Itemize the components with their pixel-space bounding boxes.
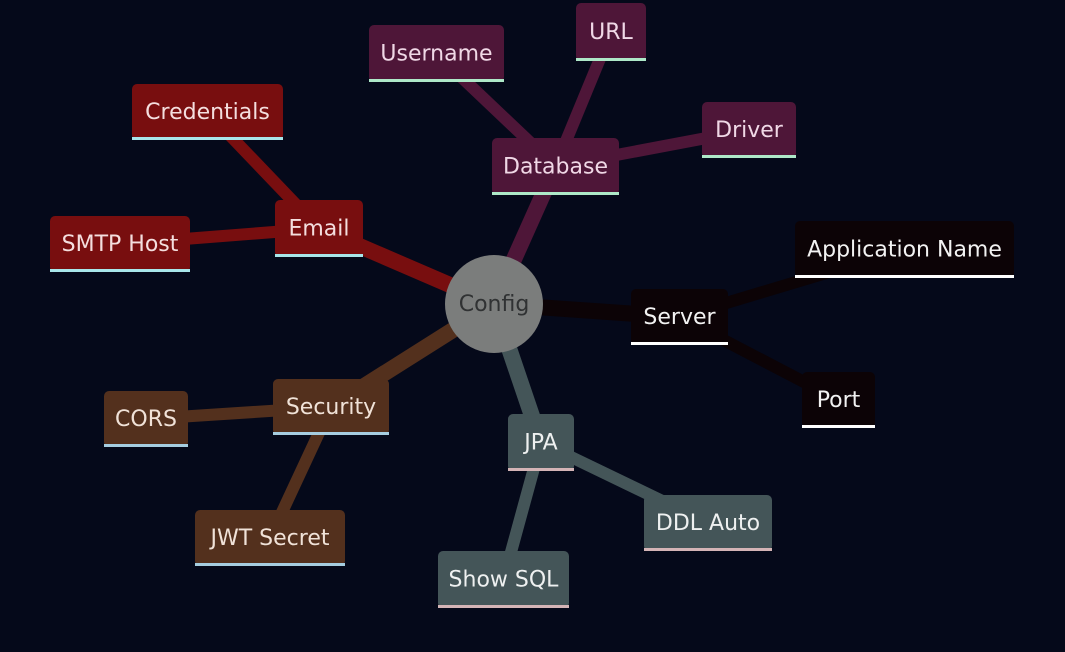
node-ddl-auto-label: DDL Auto (656, 511, 760, 536)
node-show-sql-underline (438, 605, 569, 608)
node-smtp-host[interactable]: SMTP Host (50, 216, 190, 272)
node-ddl-auto-underline (644, 548, 772, 551)
node-config-circle (445, 255, 543, 353)
node-credentials-box (132, 84, 283, 140)
node-url[interactable]: URL (576, 3, 646, 61)
node-port[interactable]: Port (802, 372, 875, 428)
node-ddl-auto[interactable]: DDL Auto (644, 495, 772, 551)
node-cors-underline (104, 444, 188, 447)
node-credentials-label: Credentials (145, 100, 270, 125)
node-application-name[interactable]: Application Name (795, 221, 1014, 278)
node-driver-underline (702, 155, 796, 158)
node-cors[interactable]: CORS (104, 391, 188, 447)
node-server-box (631, 289, 728, 345)
node-credentials-underline (132, 137, 283, 140)
node-cors-box (104, 391, 188, 447)
node-security-box (273, 379, 389, 435)
node-database[interactable]: Database (492, 138, 619, 195)
node-smtp-host-underline (50, 269, 190, 272)
node-jwt-secret-underline (195, 563, 345, 566)
node-config-label: Config (459, 292, 530, 317)
node-application-name-box (795, 221, 1014, 278)
node-server[interactable]: Server (631, 289, 728, 345)
node-port-underline (802, 425, 875, 428)
node-jwt-secret-box (195, 510, 345, 566)
node-config[interactable]: Config (445, 255, 543, 353)
node-server-label: Server (643, 305, 716, 330)
node-database-box (492, 138, 619, 195)
node-security[interactable]: Security (273, 379, 389, 435)
node-smtp-host-box (50, 216, 190, 272)
node-port-box (802, 372, 875, 428)
node-show-sql-box (438, 551, 569, 608)
node-email-box (275, 200, 363, 257)
node-security-underline (273, 432, 389, 435)
node-show-sql[interactable]: Show SQL (438, 551, 569, 608)
node-jpa[interactable]: JPA (508, 414, 574, 471)
node-email-label: Email (288, 217, 349, 242)
node-url-box (576, 3, 646, 61)
node-jpa-underline (508, 468, 574, 471)
node-username[interactable]: Username (369, 25, 504, 82)
node-username-label: Username (380, 42, 492, 67)
node-jwt-secret-label: JWT Secret (209, 526, 330, 551)
node-ddl-auto-box (644, 495, 772, 551)
node-server-underline (631, 342, 728, 345)
node-jpa-box (508, 414, 574, 471)
node-driver-label: Driver (715, 118, 784, 143)
node-database-underline (492, 192, 619, 195)
node-jpa-label: JPA (522, 431, 557, 456)
node-username-underline (369, 79, 504, 82)
node-application-name-underline (795, 275, 1014, 278)
node-driver[interactable]: Driver (702, 102, 796, 158)
node-username-box (369, 25, 504, 82)
node-jwt-secret[interactable]: JWT Secret (195, 510, 345, 566)
node-credentials[interactable]: Credentials (132, 84, 283, 140)
node-application-name-label: Application Name (807, 238, 1002, 263)
node-url-underline (576, 58, 646, 61)
node-email[interactable]: Email (275, 200, 363, 257)
node-port-label: Port (817, 388, 861, 413)
node-smtp-host-label: SMTP Host (62, 232, 179, 257)
node-driver-box (702, 102, 796, 158)
node-database-label: Database (503, 155, 608, 180)
node-show-sql-label: Show SQL (449, 568, 560, 593)
node-url-label: URL (589, 20, 633, 45)
node-email-underline (275, 254, 363, 257)
node-cors-label: CORS (115, 407, 177, 432)
node-security-label: Security (286, 395, 376, 420)
